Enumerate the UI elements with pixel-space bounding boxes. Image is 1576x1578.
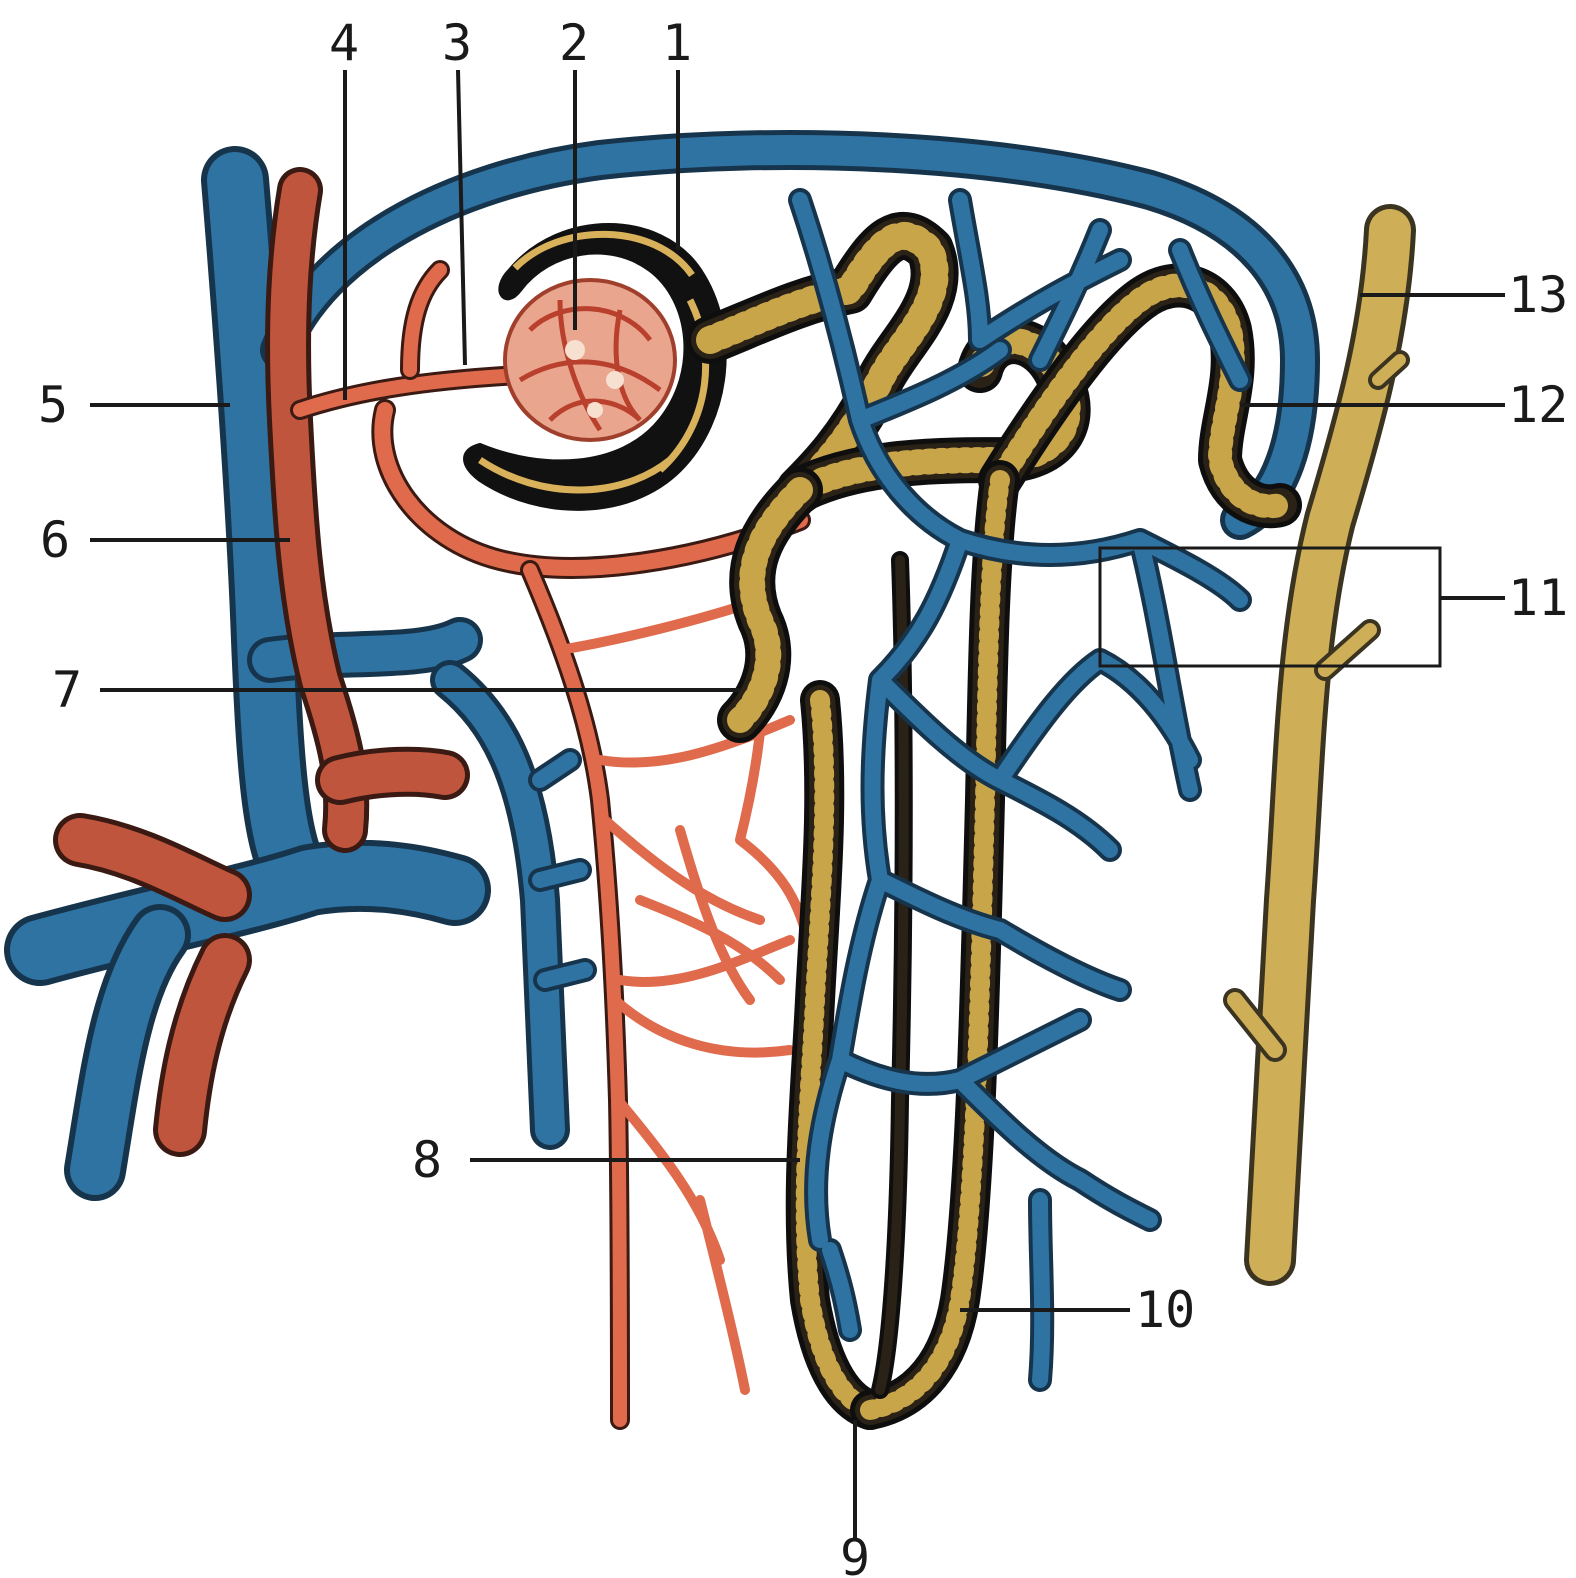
label-5: 5 bbox=[38, 376, 68, 434]
label-12: 12 bbox=[1508, 376, 1568, 434]
label-2: 2 bbox=[559, 14, 589, 72]
label-6: 6 bbox=[40, 511, 70, 569]
label-8: 8 bbox=[412, 1131, 442, 1189]
label-13: 13 bbox=[1508, 266, 1568, 324]
leader-3 bbox=[458, 70, 465, 365]
glomerulus bbox=[505, 280, 675, 440]
label-9: 9 bbox=[840, 1529, 870, 1578]
label-7: 7 bbox=[52, 661, 82, 719]
label-3: 3 bbox=[442, 14, 472, 72]
label-4: 4 bbox=[329, 14, 359, 72]
label-10: 10 bbox=[1135, 1281, 1195, 1339]
label-1: 1 bbox=[662, 14, 692, 72]
label-11: 11 bbox=[1508, 569, 1568, 627]
